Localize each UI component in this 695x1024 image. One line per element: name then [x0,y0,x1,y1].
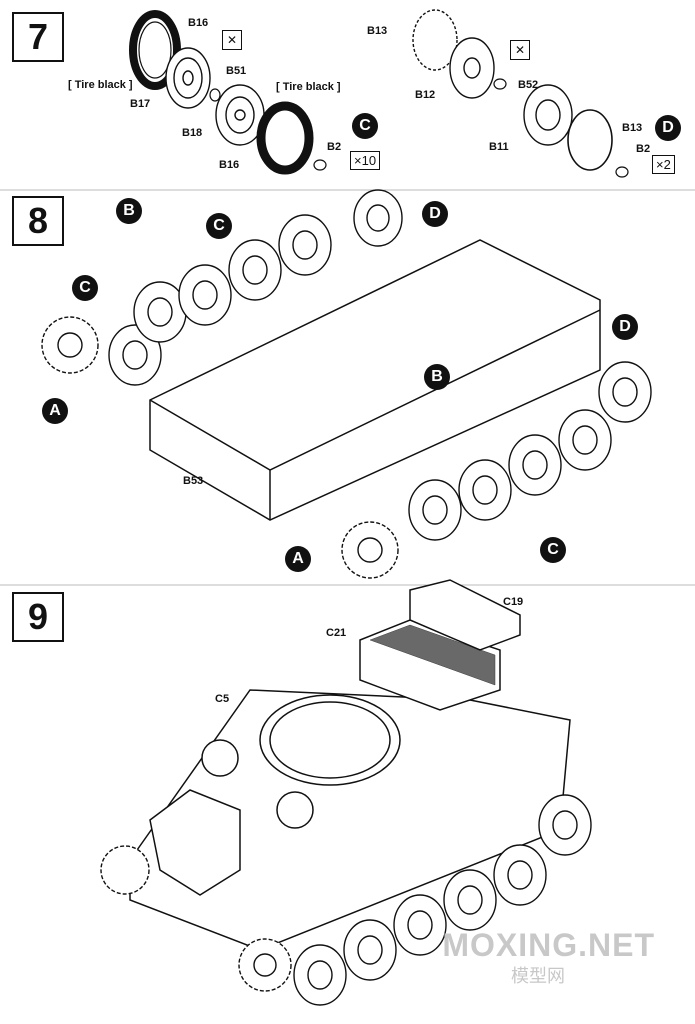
badge-c-step7: C [352,113,378,139]
label-b53: B53 [183,475,204,487]
label-b16: B16 [188,17,209,29]
label-b18: B18 [182,127,203,139]
cap-b2 [313,159,327,171]
label-b16-lower: B16 [219,159,240,171]
road-wheels-step9 [100,794,592,1006]
label-b13-bottom: B13 [622,122,643,134]
wheel-b17 [165,47,211,109]
badge-d-right: D [612,314,638,340]
badge-a-bottom: A [285,546,311,572]
wheel-b18 [215,84,265,146]
hull-step9 [129,579,571,951]
washer-b51 [209,88,221,102]
wheel-b11 [523,84,573,146]
watermark: MOXING.NET [442,927,655,963]
badge-c-left: C [72,275,98,301]
wheel-b12 [449,37,495,99]
note-tire-black-1: [ Tire black ] [68,79,133,91]
label-b17: B17 [130,98,151,110]
badge-c-bottom: C [540,537,566,563]
step-number-9: 9 [12,592,64,642]
badge-c-top: C [206,213,232,239]
badge-b-top: B [116,198,142,224]
note-tire-black-2: [ Tire black ] [276,81,341,93]
step-number-7: 7 [12,12,64,62]
label-c21: C21 [326,627,347,639]
glue-icon-right: ✕ [510,40,530,60]
label-b13-top: B13 [367,25,388,37]
label-c5: C5 [215,693,230,705]
qty-d: ×2 [652,155,675,174]
washer-b52 [493,78,507,90]
cap-b2-right [615,166,629,178]
badge-b-right: B [424,364,450,390]
label-b11: B11 [489,141,509,153]
tire-b16-top [129,10,181,90]
tire-b16-bottom [256,101,314,175]
label-b2: B2 [327,141,342,153]
label-b52: B52 [518,79,539,91]
label-b12: B12 [415,89,436,101]
badge-d-step7: D [655,115,681,141]
ring-b13-bottom [567,109,613,171]
watermark-sub: 模型网 [511,966,565,986]
badge-d-top: D [422,201,448,227]
label-c19: C19 [503,596,524,608]
label-b51: B51 [226,65,247,77]
ring-b13-top [412,9,458,71]
road-wheels-step8 [108,189,652,541]
qty-c: ×10 [350,151,381,170]
label-b2-right: B2 [636,143,651,155]
glue-icon: ✕ [222,30,242,50]
hull-step8 [149,239,601,521]
badge-a-left: A [42,398,68,424]
sprockets-step8 [41,316,399,579]
step-number-8: 8 [12,196,64,246]
